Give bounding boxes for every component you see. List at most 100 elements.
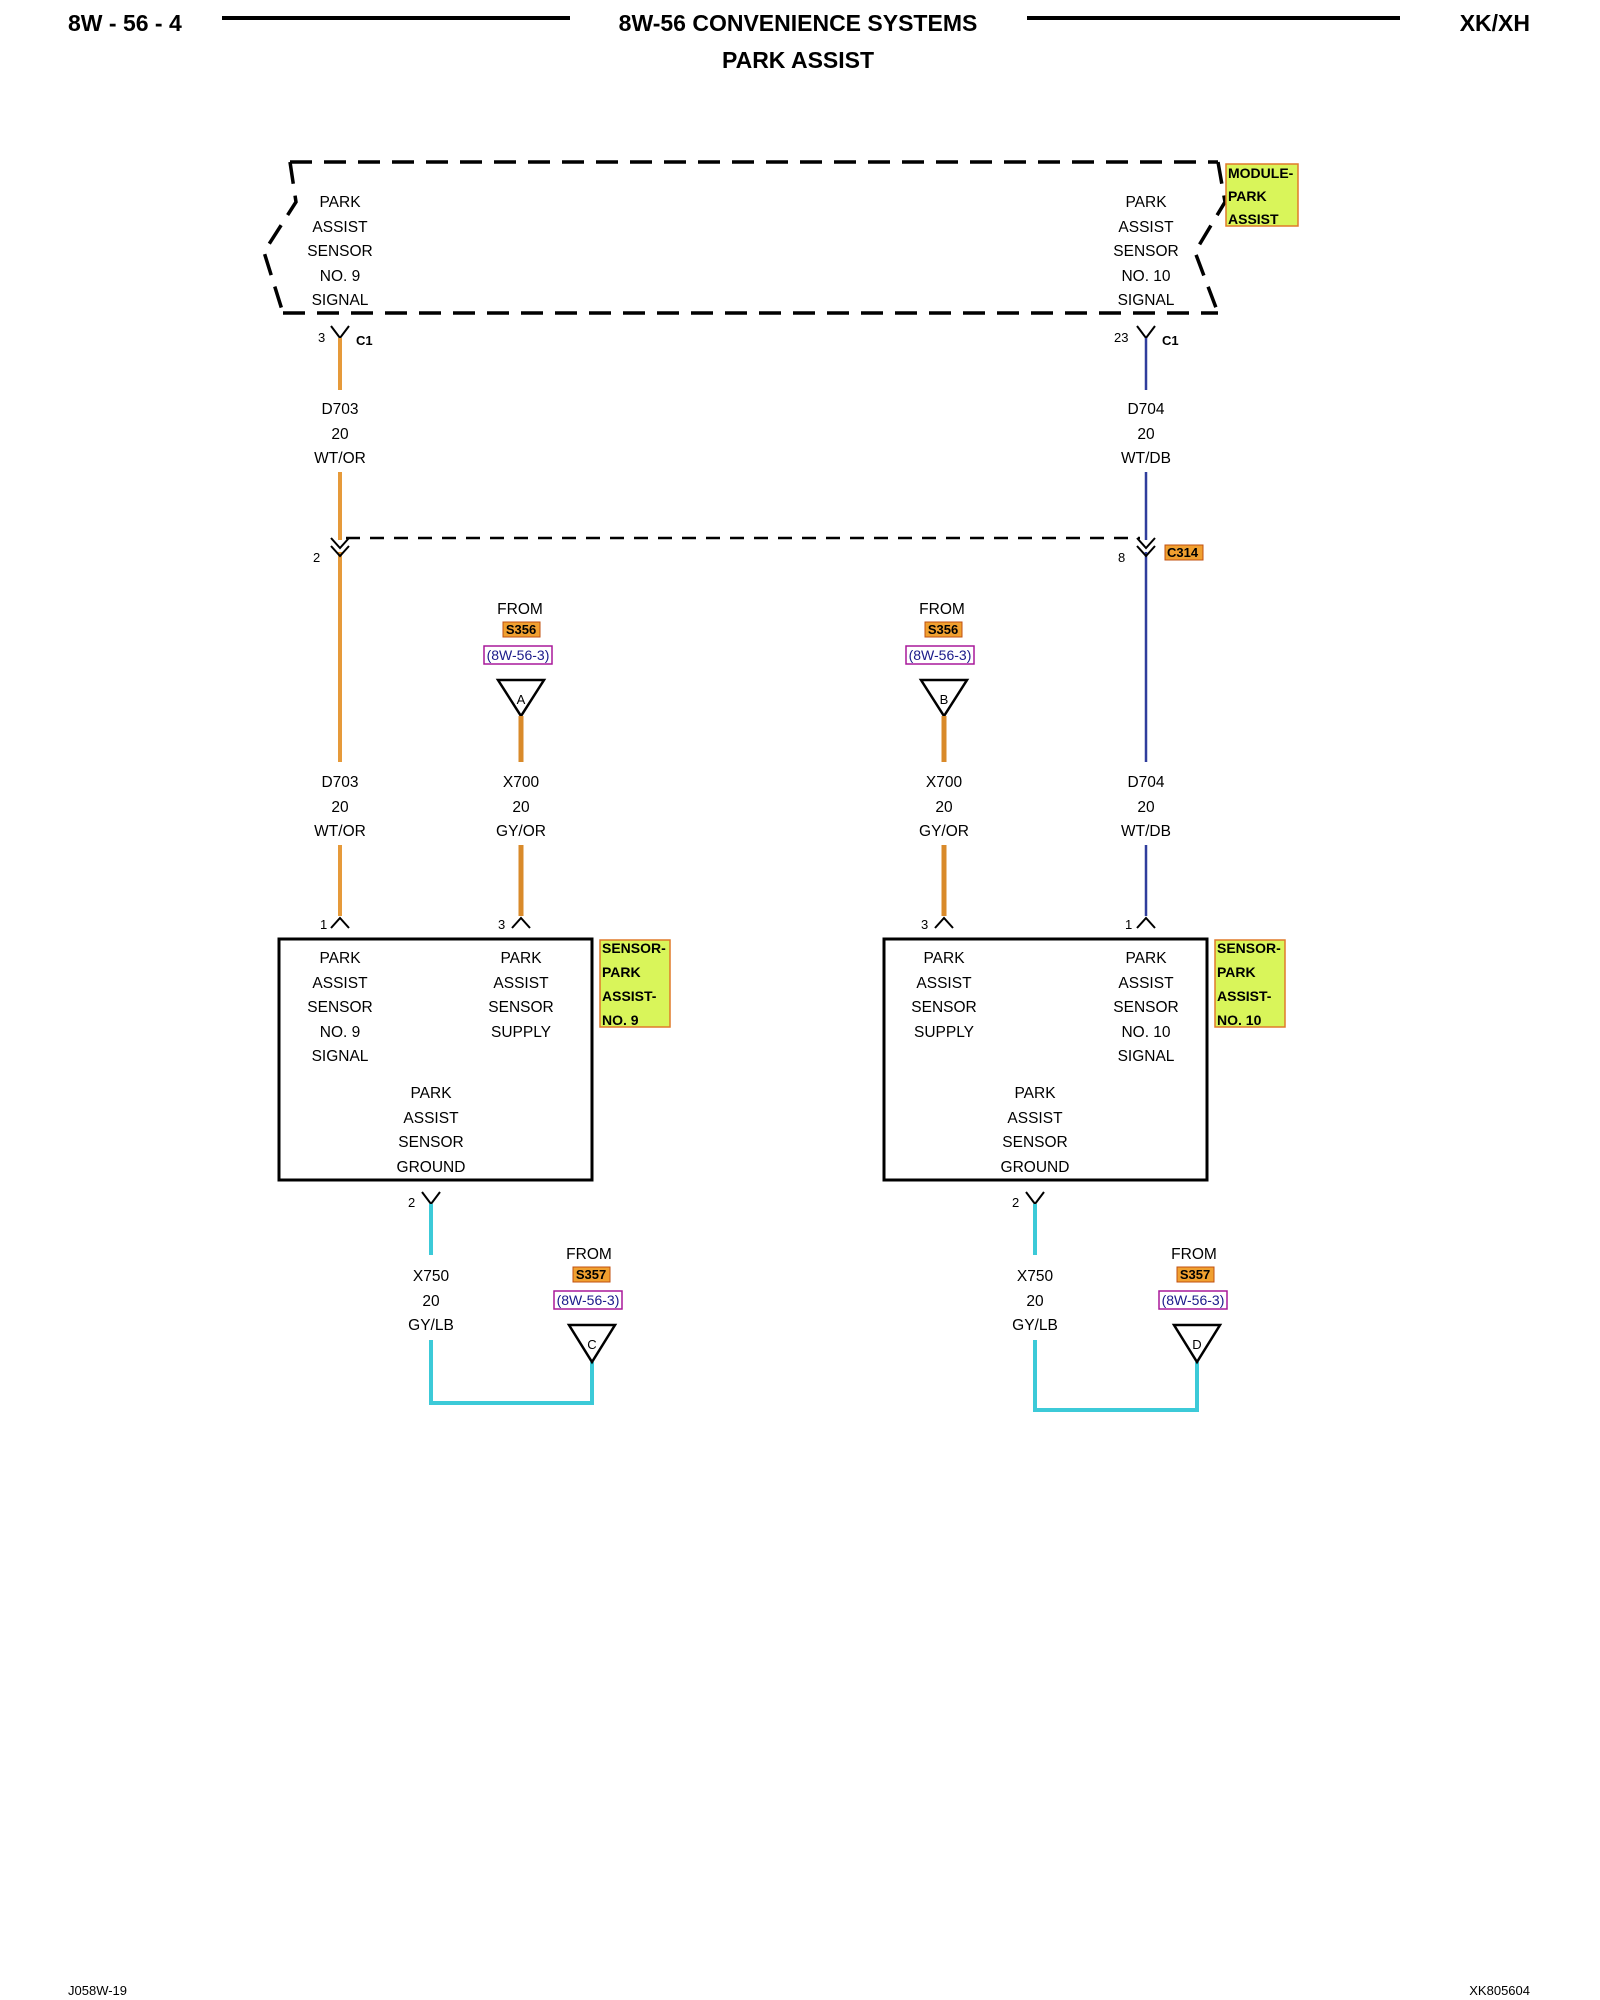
svg-text:SENSOR-: SENSOR- bbox=[1217, 940, 1281, 956]
c314-left-terminal-icon-2 bbox=[330, 545, 350, 558]
svg-text:GY/LB: GY/LB bbox=[1012, 1317, 1058, 1334]
svg-text:WT/OR: WT/OR bbox=[314, 823, 366, 840]
svg-text:C314: C314 bbox=[1167, 545, 1199, 560]
svg-text:NO. 9: NO. 9 bbox=[602, 1012, 639, 1028]
svg-text:GY/OR: GY/OR bbox=[919, 823, 969, 840]
svg-text:MODULE-: MODULE- bbox=[1228, 165, 1294, 181]
svg-text:PARK: PARK bbox=[1217, 964, 1256, 980]
svg-text:NO. 10: NO. 10 bbox=[1121, 268, 1170, 285]
c314-pin-2: 2 bbox=[313, 550, 320, 565]
svg-text:SENSOR: SENSOR bbox=[307, 243, 372, 260]
svg-text:(8W-56-3): (8W-56-3) bbox=[1162, 1292, 1225, 1308]
from-s356-a: FROM S356 (8W-56-3) A bbox=[483, 601, 553, 719]
module-pin-3: 3 bbox=[318, 330, 325, 345]
triangle-a-icon bbox=[495, 678, 547, 719]
svg-text:SENSOR-: SENSOR- bbox=[602, 940, 666, 956]
module-pin-label-right: PARK ASSIST SENSOR NO. 10 SIGNAL bbox=[1113, 194, 1178, 309]
svg-text:20: 20 bbox=[935, 799, 953, 816]
wire-label-x700-right: X700 20 GY/OR bbox=[919, 774, 969, 840]
svg-text:20: 20 bbox=[422, 1293, 440, 1310]
svg-text:S357: S357 bbox=[576, 1267, 606, 1282]
sensor9-supply-label: PARK ASSIST SENSOR SUPPLY bbox=[488, 950, 553, 1041]
svg-text:FROM: FROM bbox=[919, 601, 965, 618]
svg-text:ASSIST: ASSIST bbox=[312, 975, 368, 992]
svg-text:ASSIST-: ASSIST- bbox=[1217, 988, 1272, 1004]
wire-label-d704-lower: D704 20 WT/DB bbox=[1121, 774, 1171, 840]
svg-text:ASSIST: ASSIST bbox=[493, 975, 549, 992]
diagram-subtitle: PARK ASSIST bbox=[722, 47, 874, 73]
svg-text:SENSOR: SENSOR bbox=[307, 999, 372, 1016]
svg-text:(8W-56-3): (8W-56-3) bbox=[557, 1292, 620, 1308]
connector-c1-right: C1 bbox=[1162, 333, 1179, 348]
sensor10-name-tag: SENSOR- PARK ASSIST- NO. 10 bbox=[1214, 939, 1286, 1028]
svg-text:ASSIST: ASSIST bbox=[1228, 211, 1279, 227]
svg-text:SENSOR: SENSOR bbox=[911, 999, 976, 1016]
svg-text:WT/DB: WT/DB bbox=[1121, 450, 1171, 467]
wire-label-x750-left: X750 20 GY/LB bbox=[408, 1268, 454, 1334]
footer-right-code: XK805604 bbox=[1469, 1983, 1530, 1998]
wire-label-d703-upper: D703 20 WT/OR bbox=[314, 401, 366, 467]
svg-text:ASSIST: ASSIST bbox=[1118, 975, 1174, 992]
svg-text:S356: S356 bbox=[928, 622, 958, 637]
svg-text:ASSIST: ASSIST bbox=[403, 1110, 459, 1127]
svg-text:PARK: PARK bbox=[1228, 188, 1267, 204]
triangle-b-icon bbox=[918, 678, 970, 719]
connector-c1-left: C1 bbox=[356, 333, 373, 348]
svg-text:SIGNAL: SIGNAL bbox=[1118, 1048, 1175, 1065]
svg-text:PARK: PARK bbox=[1125, 950, 1167, 967]
svg-text:20: 20 bbox=[331, 799, 349, 816]
sensor10-ground-label: PARK ASSIST SENSOR GROUND bbox=[1001, 1085, 1070, 1176]
svg-text:D: D bbox=[1192, 1337, 1201, 1352]
svg-text:SIGNAL: SIGNAL bbox=[1118, 292, 1175, 309]
svg-text:SENSOR: SENSOR bbox=[1002, 1134, 1067, 1151]
sensor9-pin-1-terminal-icon bbox=[330, 916, 350, 929]
svg-text:ASSIST: ASSIST bbox=[312, 219, 368, 236]
from-s356-b: FROM S356 (8W-56-3) B bbox=[905, 601, 975, 719]
svg-text:GY/OR: GY/OR bbox=[496, 823, 546, 840]
svg-text:S357: S357 bbox=[1180, 1267, 1210, 1282]
wire-label-x750-right: X750 20 GY/LB bbox=[1012, 1268, 1058, 1334]
wire-label-x700-left: X700 20 GY/OR bbox=[496, 774, 546, 840]
svg-text:PARK: PARK bbox=[319, 950, 361, 967]
svg-text:ASSIST: ASSIST bbox=[916, 975, 972, 992]
wire-x750-left bbox=[429, 1204, 594, 1405]
svg-text:ASSIST-: ASSIST- bbox=[602, 988, 657, 1004]
footer-left-code: J058W-19 bbox=[68, 1983, 127, 1998]
triangle-c-icon bbox=[566, 1323, 618, 1365]
svg-text:A: A bbox=[517, 692, 526, 707]
sensor10-supply-label: PARK ASSIST SENSOR SUPPLY bbox=[911, 950, 976, 1041]
pin-23-terminal-icon bbox=[1136, 325, 1156, 340]
sensor9-pin-3-terminal-icon bbox=[511, 916, 531, 929]
svg-text:D703: D703 bbox=[321, 774, 358, 791]
c314-left-terminal-icon bbox=[330, 537, 350, 550]
from-s357-d: FROM S357 (8W-56-3) D bbox=[1158, 1246, 1228, 1365]
svg-text:SENSOR: SENSOR bbox=[398, 1134, 463, 1151]
sensor10-pin-2: 2 bbox=[1012, 1195, 1019, 1210]
connector-c314-tag: C314 bbox=[1164, 544, 1204, 561]
svg-text:X700: X700 bbox=[503, 774, 540, 791]
sensor9-pin-1: 1 bbox=[320, 917, 327, 932]
svg-text:ASSIST: ASSIST bbox=[1118, 219, 1174, 236]
svg-text:X750: X750 bbox=[413, 1268, 450, 1285]
svg-text:20: 20 bbox=[331, 426, 349, 443]
sensor9-ground-label: PARK ASSIST SENSOR GROUND bbox=[397, 1085, 466, 1176]
sensor-park-assist-no10 bbox=[882, 937, 1209, 1182]
sensor9-pin-2-terminal-icon bbox=[421, 1191, 441, 1206]
sensor10-pin-3: 3 bbox=[921, 917, 928, 932]
svg-text:PARK: PARK bbox=[1014, 1085, 1056, 1102]
svg-text:ASSIST: ASSIST bbox=[1007, 1110, 1063, 1127]
c314-right-terminal-icon-2 bbox=[1136, 545, 1156, 558]
svg-text:PARK: PARK bbox=[500, 950, 542, 967]
wire-label-d703-lower: D703 20 WT/OR bbox=[314, 774, 366, 840]
svg-text:FROM: FROM bbox=[566, 1246, 612, 1263]
svg-text:GY/LB: GY/LB bbox=[408, 1317, 454, 1334]
svg-text:20: 20 bbox=[512, 799, 530, 816]
section-title: 8W-56 CONVENIENCE SYSTEMS bbox=[619, 10, 978, 36]
svg-text:X700: X700 bbox=[926, 774, 963, 791]
triangle-d-icon bbox=[1171, 1323, 1223, 1365]
sensor10-signal-label: PARK ASSIST SENSOR NO. 10 SIGNAL bbox=[1113, 950, 1178, 1065]
from-s357-c: FROM S357 (8W-56-3) C bbox=[553, 1246, 623, 1365]
sensor10-pin-3-terminal-icon bbox=[934, 916, 954, 929]
svg-text:X750: X750 bbox=[1017, 1268, 1054, 1285]
